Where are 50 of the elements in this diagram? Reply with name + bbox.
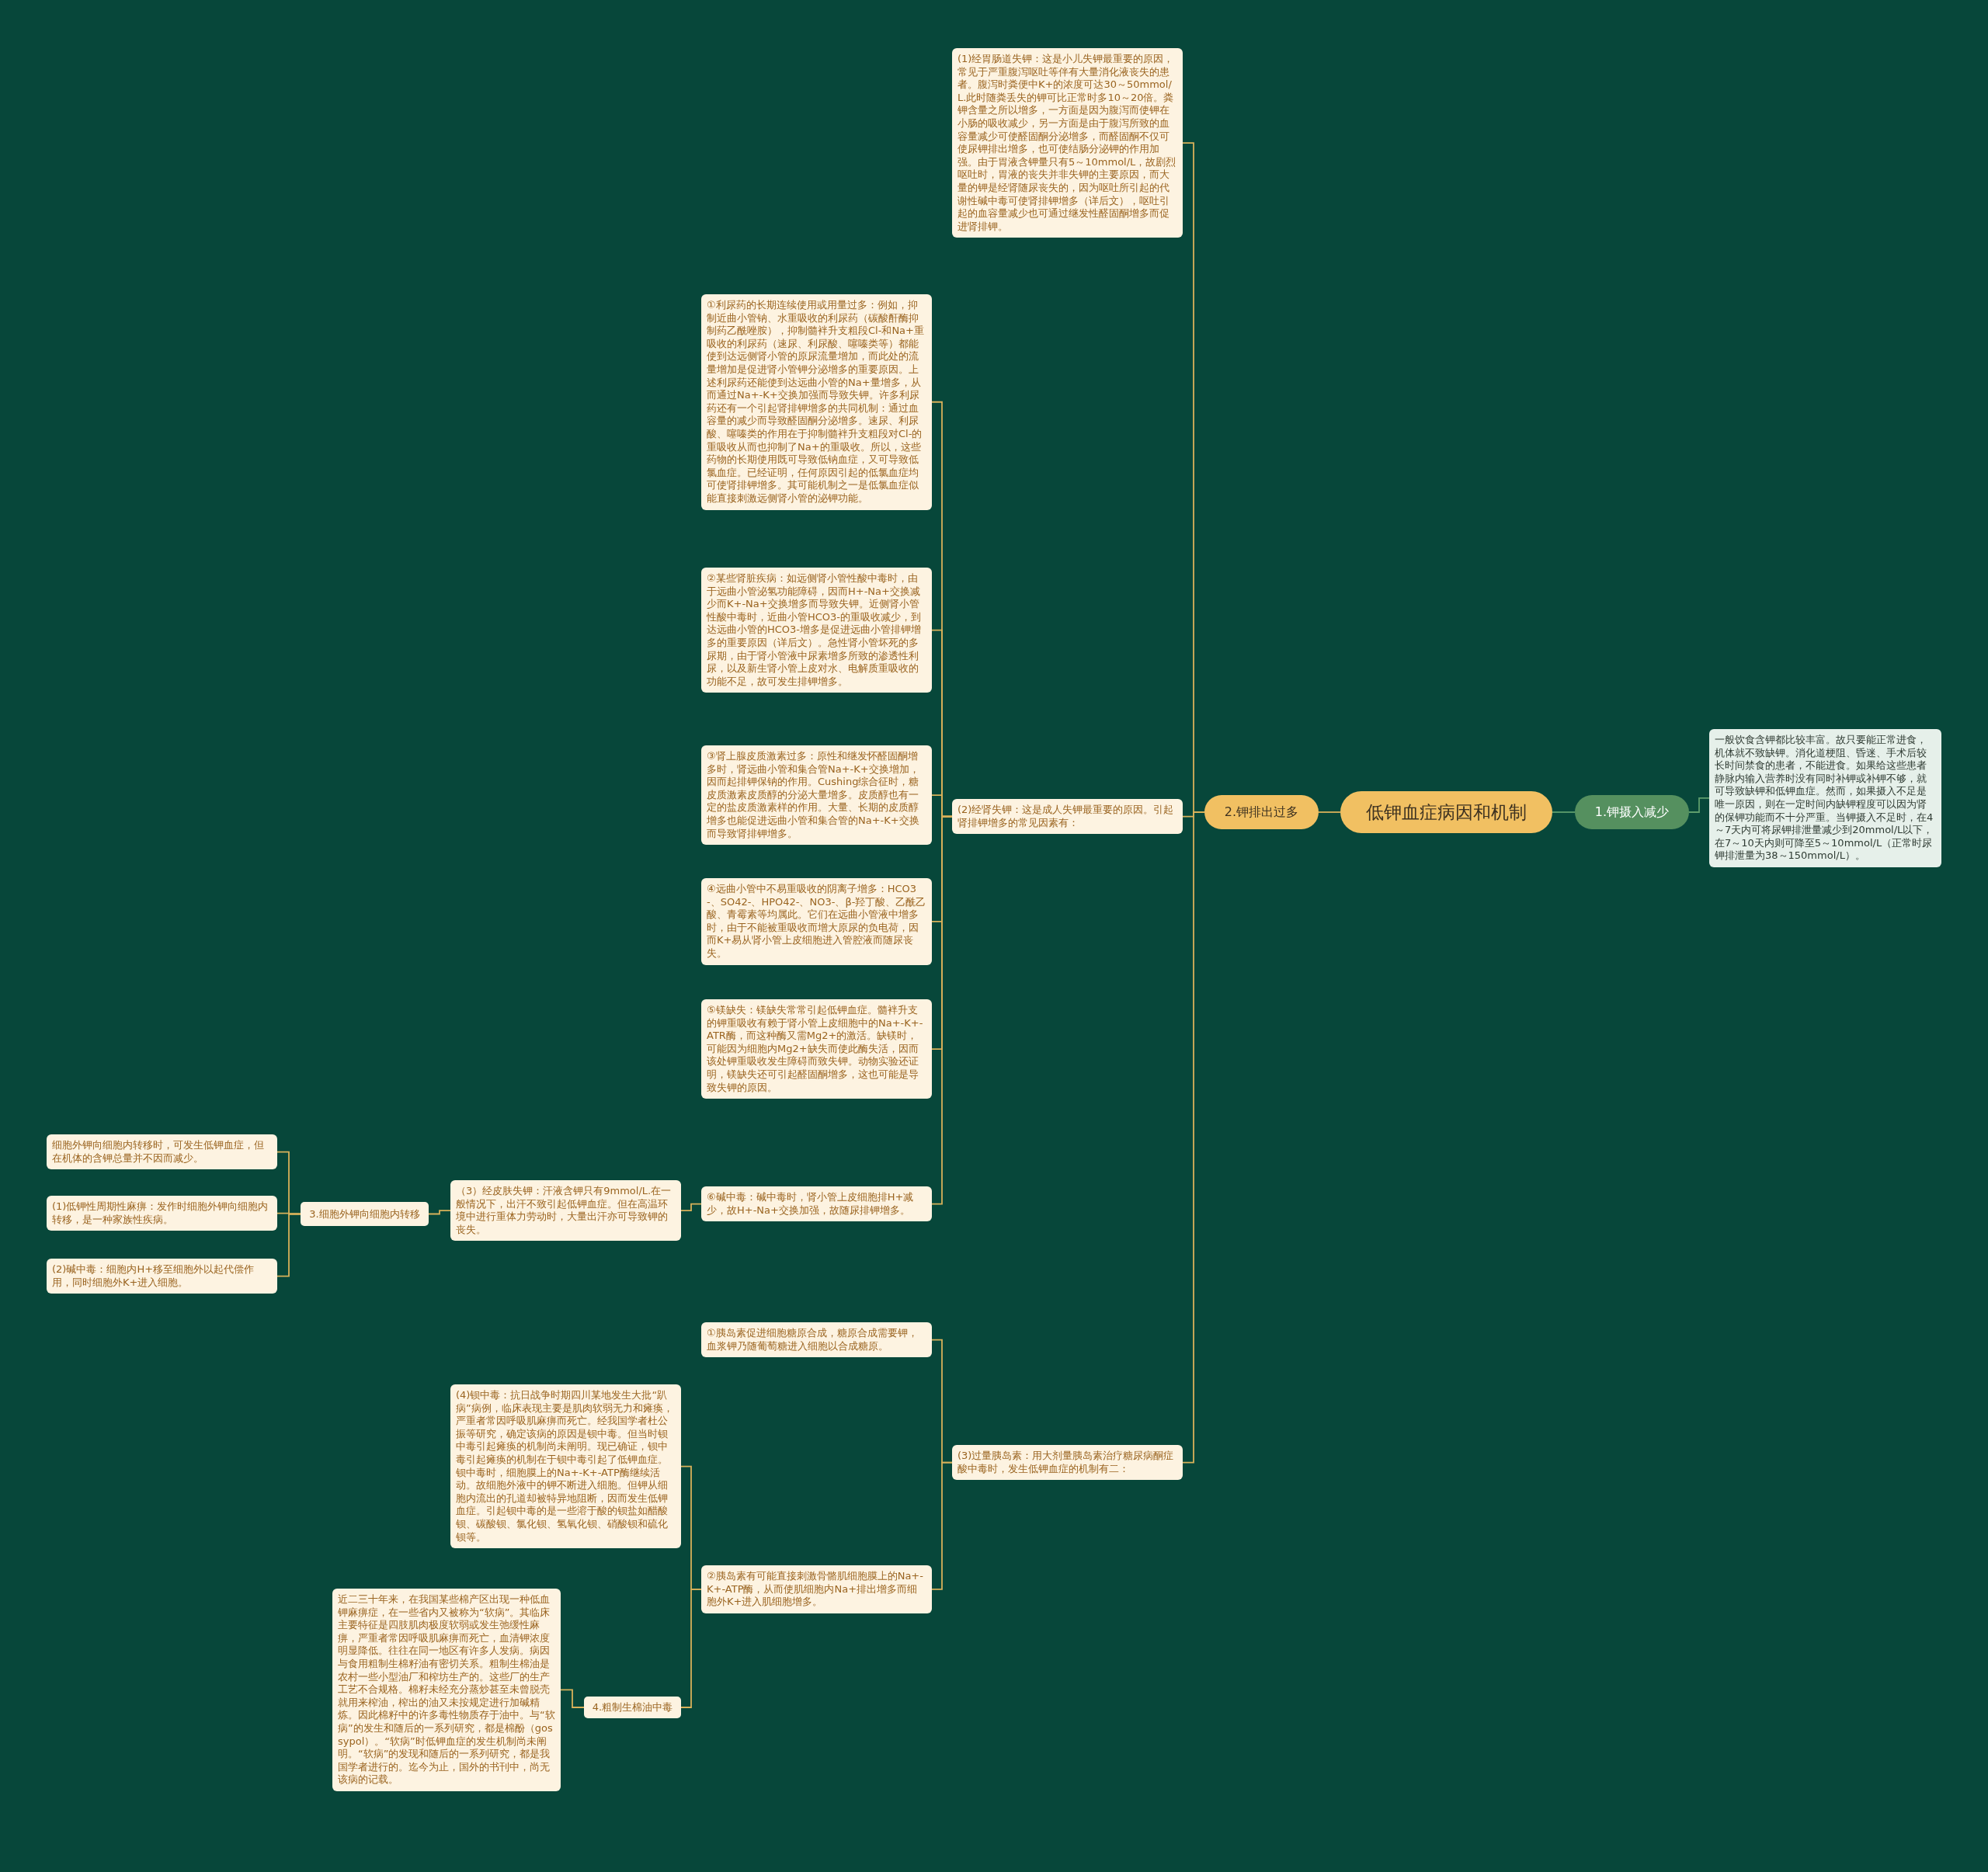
note-card [952, 1445, 1183, 1481]
topic-text: 4.粗制生棉油中毒 [592, 1700, 673, 1714]
connector-line [560, 1689, 585, 1708]
topic-text: (2)碱中毒：细胞内H+移至细胞外以起代偿作用，同时细胞外K+进入细胞。 [52, 1263, 255, 1288]
topic-text: 一般饮食含钾都比较丰富。故只要能正常进食，机体就不致缺钾。消化道梗阻、昏迷、手术后较长时间禁食的患者，不能进食。如果给这些患者静脉内输入营养时没有同时补钾或补钾不够，就可导致缺钾和低钾血症。然而，如果摄入不足是唯一原因，则在一定时间内缺钾程度可以因为肾的保钾功能而不十分严重。当钾摄入不足时，在4～7天内可将尿钾排泄量减少到20mmol/L以下，在7～10天内则可降至5～10mmol/L（正常时尿钾排泄量为38～150mmol/L）。 [1715, 734, 1934, 862]
topic-text: 低钾血症病因和机制 [1366, 801, 1527, 824]
topic-text: ⑤镁缺失：镁缺失常常引起低钾血症。髓袢升支的钾重吸收有赖于肾小管上皮细胞中的Na+-K+-ATR酶，而这种酶又需Mg2+的激活。缺镁时，可能因为细胞内Mg2+缺失而使此酶失活，因而该处钾重吸收发生障碍而致失钾。动物实验还证明，镁缺失还可引起醛固酮增多，这也可能是导致失钾的原因。 [707, 1004, 923, 1093]
connector-line [680, 1203, 702, 1212]
branch-topic [1575, 795, 1689, 829]
connector-line [428, 1210, 451, 1215]
topic-text: (4)钡中毒：抗日战争时期四川某地发生大批“趴病”病例，临床表现主要是肌肉软弱无力和瘫痪，严重者常因呼吸肌麻痹而死亡。经我国学者杜公振等研究，确定该病的原因是钡中毒。但当时钡中毒引起瘫痪的机制尚未阐明。现已确证，钡中毒引起瘫痪的机制在于钡中毒引起了低钾血症。钡中毒时，细胞膜上的Na+-K+-ATP酶继续活动。故细胞外液中的钾不断进入细胞。但钾从细胞内流出的孔道却被特异地阻断，因而发生低钾血症。引起钡中毒的是一些溶于酸的钡盐如醋酸钡、碳酸钡、氯化钡、氢氧化钡、硝酸钡和硫化钡等。 [456, 1389, 673, 1543]
central-topic [1340, 791, 1552, 833]
topic-text: ②某些肾脏疾病：如远侧肾小管性酸中毒时，由于远曲小管泌氢功能障碍，因而H+-Na+交换减少而K+-Na+交换增多而导致失钾。近侧肾小管性酸中毒时，近曲小管HCO3-的重吸收减少，到达远曲小管的HCO3-增多是促进远曲小管排钾增多的重要原因（详后文）。急性肾小管坏死的多尿期，由于肾小管液中尿素增多所致的渗透性利尿，以及新生肾小管上皮对水、电解质重吸收的功能不足，故可发生排钾增多。 [707, 572, 922, 687]
topic-text: ②胰岛素有可能直接刺激骨骼肌细胞膜上的Na+-K+-ATP酶，从而使肌细胞内Na+排出增多而细胞外K+进入肌细胞增多。 [707, 1570, 923, 1608]
connector-line [931, 815, 953, 1205]
note-card [450, 1180, 681, 1242]
topic-text: (1)低钾性周期性麻痹：发作时细胞外钾向细胞内转移，是一种家族性疾病。 [52, 1200, 269, 1225]
topic-text: ④远曲小管中不易重吸收的阴离子增多：HCO3-、SO42-、HPO42-、NO3-、β-羟丁酸、乙酰乙酸、青霉素等均属此。它们在远曲小管液中增多时，由于不能被重吸收而增大原尿的负电荷，因而K+易从肾小管上皮细胞进入管腔液而随尿丧失。 [707, 883, 926, 959]
note-card [47, 1134, 277, 1170]
topic-text: 近二三十年来，在我国某些棉产区出现一种低血钾麻痹症，在一些省内又被称为“软病”。其临床主要特征是四肢肌肉极度软弱或发生弛缓性麻痹，严重者常因呼吸肌麻痹而死亡，血清钾浓度明显降低。往往在同一地区有许多人发病。病因与食用粗制生棉籽油有密切关系。粗制生棉油是农村一些小型油厂和榨坊生产的。这些厂的生产工艺不合规格。棉籽未经充分蒸炒甚至未曾脱壳就用来榨油，榨出的油又未按规定进行加碱精炼。因此棉籽中的许多毒性物质存于油中。与“软病”的发生和随后的一系列研究，都是棉酚（gossypol）。“软病”时低钾血症的发生机制尚未阐明。“软病”的发现和随后的一系列研究，都是我国学者进行的。迄今为止，国外的书刊中，尚无该病的记载。 [338, 1593, 555, 1786]
connector-line [680, 1589, 702, 1708]
branch-topic [1204, 795, 1319, 829]
connector-line [1552, 811, 1576, 813]
topic-text: 2.钾排出过多 [1224, 804, 1299, 821]
connector-line [1318, 811, 1341, 813]
topic-text: （3）经皮肤失钾：汗液含钾只有9mmol/L.在一般情况下，出汗不致引起低钾血症。但在高温环境中进行重体力劳动时，大量出汗亦可导致钾的丧失。 [456, 1185, 672, 1235]
topic-text: ⑥碱中毒：碱中毒时，肾小管上皮细胞排H+减少，故H+-Na+交换加强，故随尿排钾增多。 [707, 1191, 914, 1216]
subtopic-card [301, 1202, 429, 1226]
topic-text: (1)经胃肠道失钾：这是小儿失钾最重要的原因，常见于严重腹泻呕吐等伴有大量消化液丧失的患者。腹泻时粪便中K+的浓度可达30～50mmol/L.此时随粪丢失的钾可比正常时多10～20倍。粪钾含量之所以增多，一方面是因为腹泻而使钾在小肠的吸收减少，另一方面是由于腹泻所致的血容量减少可使醛固酮分泌增多，而醛固酮不仅可使尿钾排出增多，也可使结肠分泌钾的作用加强。由于胃液含钾量只有5～10mmol/L，故剧烈呕吐时，胃液的丧失并非失钾的主要原因，而大量的钾是经肾随尿丧失的，因为呕吐所引起的代谢性碱中毒可使肾排钾增多（详后文），呕吐引起的血容量减少也可通过继发性醛固酮增多而促进肾排钾。 [958, 53, 1176, 232]
topic-text: ①胰岛素促进细胞糖原合成，糖原合成需要钾，血浆钾乃随葡萄糖进入细胞以合成糖原。 [707, 1327, 918, 1352]
subtopic-card [584, 1697, 681, 1718]
note-card [701, 1322, 932, 1358]
note-card [701, 745, 932, 846]
connector-line [276, 1213, 301, 1277]
topic-text: ③肾上腺皮质激素过多：原性和继发怀醛固酮增多时，肾远曲小管和集合管Na+-K+交换增加，因而起排钾保钠的作用。Cushing综合征时，糖皮质激素皮质醇的分泌大量增多。皮质醇也有一定的盐皮质激素样的作用。大量、长期的皮质醇增多也能促进远曲小管和集合管的Na+-K+交换而导致肾排钾增多。 [707, 750, 919, 839]
connector-line [1688, 797, 1710, 813]
topic-text: (2)经肾失钾：这是成人失钾最重要的原因。引起肾排钾增多的常见因素有： [958, 804, 1174, 828]
note-card [701, 1186, 932, 1222]
note-card [701, 878, 932, 965]
topic-text: (3)过量胰岛素：用大剂量胰岛素治疗糖尿病酮症酸中毒时，发生低钾血症的机制有二： [958, 1450, 1174, 1474]
note-card [701, 1565, 932, 1613]
topic-text: 1.钾摄入减少 [1594, 804, 1670, 821]
note-card [701, 999, 932, 1099]
note-card [47, 1196, 277, 1231]
topic-text: ①利尿药的长期连续使用或用量过多：例如，抑制近曲小管钠、水重吸收的利尿药（碳酸酐酶抑制药乙酰唑胺），抑制髓袢升支粗段Cl-和Na+重吸收的利尿药（速尿、利尿酸、噻嗪类等）都能使到达远侧肾小管的原尿流量增加，而此处的流量增加是促进肾小管钾分泌增多的重要原因。上述利尿药还能使到达远曲小管的Na+量增多，从而通过Na+-K+交换加强而导致失钾。许多利尿药还有一个引起肾排钾增多的共同机制：通过血容量的减少而导致醛固酮分泌增多。速尿、利尿酸、噻嗪类的作用在于抑制髓袢升支粗段对Cl-的重吸收从而也抑制了Na+的重吸收。所以，这些药物的长期使用既可导致低钠血症，又可导致低氯血症。已经证明，任何原因引起的低氯血症均可使肾排钾增多。其可能机制之一是低氯血症似能直接刺激远侧肾小管的泌钾功能。 [707, 299, 924, 504]
topic-text: 细胞外钾向细胞内转移时，可发生低钾血症，但在机体的含钾总量并不因而减少。 [52, 1139, 264, 1164]
connector-line [931, 1461, 953, 1590]
note-card [47, 1259, 277, 1294]
note-card [952, 799, 1183, 835]
topic-text: 3.细胞外钾向细胞内转移 [309, 1207, 420, 1221]
